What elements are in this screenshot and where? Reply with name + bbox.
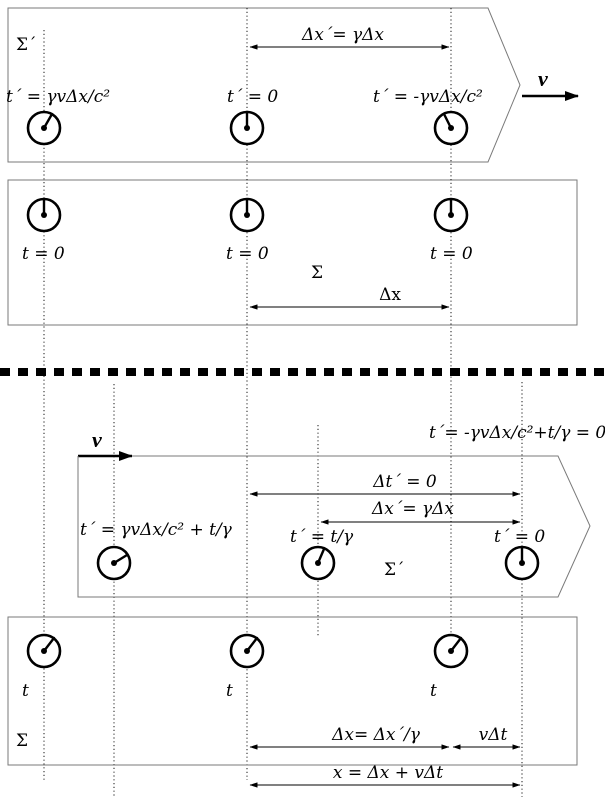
top-rest-clock-left-icon xyxy=(26,197,62,233)
bottom-frame-moving-label: Σ´ xyxy=(384,560,405,580)
bottom-dx-prime-label: Δx´= γΔx xyxy=(371,499,454,519)
bottom-moving-clock-label-right: t´ = 0 xyxy=(494,527,545,547)
top-dx-prime-label: Δx´= γΔx xyxy=(301,25,384,45)
bottom-dx-label: Δx= Δx´/γ xyxy=(331,725,421,745)
bottom-moving-clock-right-icon xyxy=(504,545,540,581)
top-moving-clock-middle-icon xyxy=(229,110,265,146)
top-rest-clock-label-middle: t = 0 xyxy=(226,244,269,264)
bottom-rest-clock-right-icon xyxy=(433,633,469,669)
top-frame-rest-label: Σ xyxy=(311,263,323,283)
bottom-rest-clock-label-right: t xyxy=(430,681,437,701)
bottom-moving-clock-left-icon xyxy=(96,545,132,581)
bottom-moving-clock-label-left: t´ = γvΔx/c² + t/γ xyxy=(80,520,233,540)
bottom-x-label: x = Δx + vΔt xyxy=(333,763,443,783)
top-rest-frame-box xyxy=(7,179,578,326)
bottom-corner-label: t´= -γvΔx/c²+t/γ = 0 xyxy=(429,423,605,443)
bottom-dt-prime-label: Δt´ = 0 xyxy=(372,472,437,492)
top-panel: Σ´ Δx´= γΔx t´ = γvΔx/c² t´ = 0 t´ = -γv… xyxy=(6,7,579,780)
bottom-v-dt-label: vΔt xyxy=(479,725,508,745)
bottom-velocity-label: v xyxy=(92,427,102,452)
bottom-moving-clock-middle-icon xyxy=(300,545,336,581)
top-rest-clock-right-icon xyxy=(433,197,469,233)
top-moving-clock-label-right: t´ = -γvΔx/c² xyxy=(373,87,483,107)
bottom-moving-frame-box xyxy=(77,455,591,598)
top-moving-clock-label-left: t´ = γvΔx/c² xyxy=(6,87,110,107)
top-rest-clock-label-left: t = 0 xyxy=(22,244,65,264)
top-moving-clock-left-icon xyxy=(26,110,62,146)
top-dx-label: Δx xyxy=(379,285,401,305)
bottom-panel: t´= -γvΔx/c²+t/γ = 0 v Δt´ = 0 Δx´= γΔx … xyxy=(7,382,605,797)
top-rest-clock-label-right: t = 0 xyxy=(430,244,473,264)
top-frame-moving-label: Σ´ xyxy=(16,35,37,55)
top-moving-clock-right-icon xyxy=(433,110,469,146)
bottom-frame-rest-label: Σ xyxy=(16,731,28,751)
bottom-rest-clock-middle-icon xyxy=(229,633,265,669)
top-moving-clock-label-middle: t´ = 0 xyxy=(227,87,278,107)
top-velocity-label: v xyxy=(538,66,548,91)
bottom-moving-clock-label-middle: t´ = t/γ xyxy=(290,527,354,547)
top-moving-frame-box xyxy=(7,7,521,163)
bottom-rest-clock-left-icon xyxy=(26,633,62,669)
top-rest-clock-middle-icon xyxy=(229,197,265,233)
bottom-rest-frame-box xyxy=(7,616,578,766)
bottom-rest-clock-label-middle: t xyxy=(226,681,233,701)
bottom-rest-clock-label-left: t xyxy=(22,681,29,701)
